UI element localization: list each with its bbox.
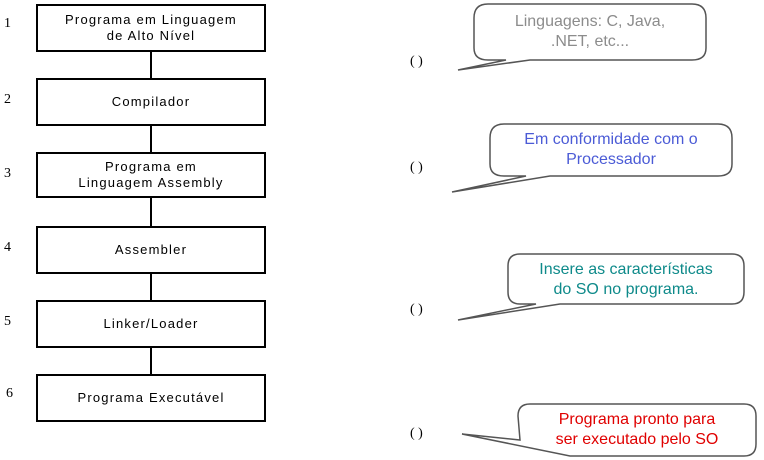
answer-blank-2: ( ): [410, 160, 423, 175]
callout-bubble-4: [461, 403, 757, 457]
callout-text-1: Linguagens: C, Java, .NET, etc...: [476, 12, 704, 52]
step-number-6: 6: [6, 386, 13, 401]
box-linker-loader: Linker/Loader: [36, 300, 266, 348]
connector-3-4: [150, 196, 152, 226]
box-executable-program: Programa Executável: [36, 374, 266, 422]
callout-bubble-3: [457, 253, 745, 321]
box-label: Programa Executável: [77, 390, 225, 405]
box-label-line2: de Alto Nível: [106, 28, 196, 43]
step-number-4: 4: [4, 240, 11, 255]
box-compiler: Compilador: [36, 78, 266, 126]
callout-text-4: Programa pronto para ser executado pelo …: [520, 410, 754, 450]
callout-text-line2: do SO no programa.: [553, 281, 699, 298]
box-high-level-program: Programa em Linguagem de Alto Nível: [36, 4, 266, 52]
connector-5-6: [150, 346, 152, 374]
callout-text-line1: Programa pronto para: [558, 411, 716, 428]
connector-2-3: [150, 124, 152, 152]
callout-bubble-1: [457, 3, 707, 71]
box-label-line1: Programa em Linguagem: [65, 12, 237, 27]
box-label-line2: Linguagem Assembly: [78, 175, 224, 190]
box-label: Compilador: [111, 94, 191, 109]
step-number-2: 2: [4, 92, 11, 107]
connector-1-2: [150, 50, 152, 78]
step-number-5: 5: [4, 314, 11, 329]
callout-text-line1: Insere as características: [539, 261, 713, 278]
callout-bubble-2: [451, 123, 733, 193]
answer-blank-1: ( ): [410, 54, 423, 69]
connector-4-5: [150, 272, 152, 300]
step-number-1: 1: [4, 16, 11, 31]
box-assembler: Assembler: [36, 226, 266, 274]
box-label-line1: Programa em: [105, 159, 197, 174]
answer-blank-4: ( ): [410, 426, 423, 441]
box-label: Linker/Loader: [103, 316, 199, 331]
callout-text-line1: Linguagens: C, Java,: [514, 13, 666, 30]
box-assembly-program: Programa em Linguagem Assembly: [36, 152, 266, 198]
answer-blank-3: ( ): [410, 302, 423, 317]
callout-text-3: Insere as características do SO no progr…: [510, 260, 742, 300]
callout-text-line2: ser executado pelo SO: [555, 431, 719, 448]
callout-text-line2: .NET, etc...: [550, 33, 630, 50]
callout-text-2: Em conformidade com o Processador: [492, 130, 730, 170]
callout-text-line1: Em conformidade com o: [524, 131, 698, 148]
step-number-3: 3: [4, 166, 11, 181]
callout-text-line2: Processador: [566, 151, 656, 168]
box-label: Assembler: [114, 242, 188, 257]
